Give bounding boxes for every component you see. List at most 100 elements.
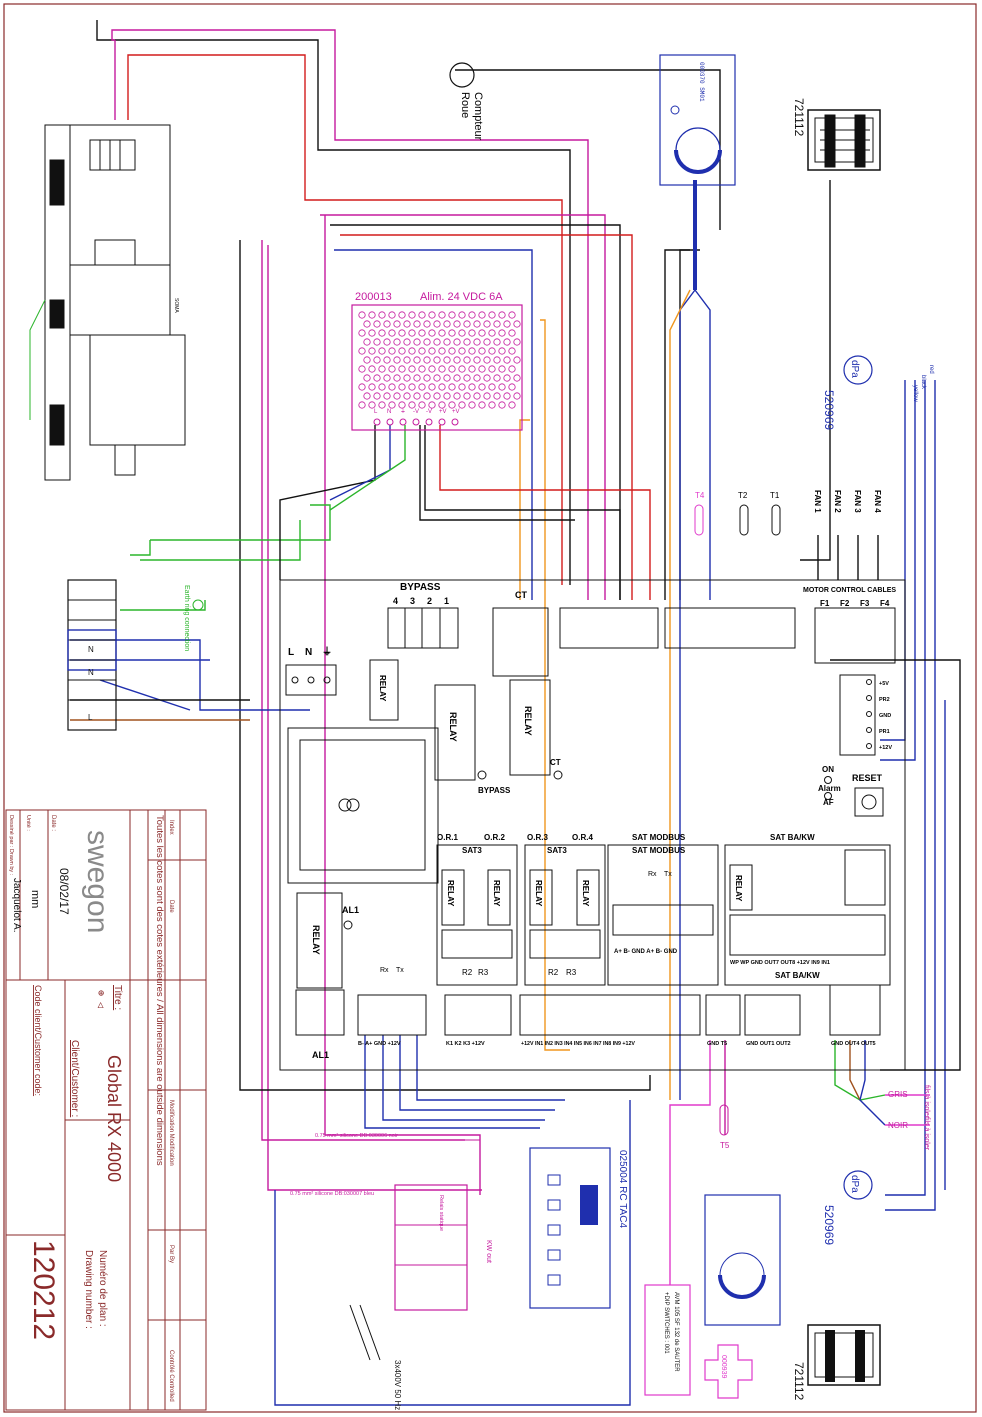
pressure-term-label: +12V — [879, 745, 892, 751]
sat-bakw-label: SAT BA/KW — [775, 971, 820, 980]
on-label: ON — [822, 765, 834, 774]
psu-terminal-label: -V — [413, 409, 419, 415]
psu-title: Alim. 24 VDC 6A — [420, 291, 503, 303]
sat3-1-relay-a: RELAY — [446, 880, 455, 907]
f-label: F1 — [820, 599, 830, 608]
sat3-1-r3: R3 — [478, 968, 489, 977]
bypass-label: BYPASS — [400, 582, 441, 593]
sat-bakw-relay: RELAY — [734, 875, 743, 902]
wheel-counter: Compteur Roue — [449, 62, 484, 141]
sat3-2-relay-a: RELAY — [534, 880, 543, 907]
drawn-by-label: Dessiné par : Drawn by : — [8, 815, 14, 876]
term-earth: ⏚ — [322, 646, 332, 658]
temp-t2: T2 — [738, 491, 748, 500]
bottom-terms-out45: GND OUT4 OUT5 — [831, 1041, 876, 1047]
sat-bakw-title: SAT BA/KW — [770, 833, 815, 842]
main-tx-label: Tx — [396, 967, 404, 974]
sat3-1-r2: R2 — [462, 968, 473, 977]
part-000939: 000939 — [720, 1355, 727, 1378]
unit-label: Unité : — [25, 815, 31, 831]
fan-label: FAN 3 — [853, 490, 862, 513]
roue-label: Roue — [459, 92, 471, 118]
stepper-drive-assembly: SOMA — [29, 124, 186, 481]
cable-label-1: 0.75 mm² silicone DB:030006 noir — [315, 1133, 398, 1139]
cable-label-2: 0.75 mm² silicone DB:030007 bleu — [290, 1191, 374, 1197]
drawing-number: 120212 — [27, 1240, 60, 1340]
psu-terminal-label: -V — [426, 409, 432, 415]
svg-text:000370 SM01: 000370 SM01 — [698, 62, 705, 102]
psu-terminal-label: L — [374, 409, 378, 415]
or2-label: O.R.2 — [484, 833, 505, 842]
supply-label: 3x400V 50 Hz — [393, 1360, 402, 1410]
swegon-logo: swegon — [81, 830, 114, 933]
pressure-term-label: PR1 — [879, 729, 890, 735]
sheet-frame — [3, 3, 977, 1413]
col-par: Par By — [168, 1245, 174, 1263]
af-label: AF — [823, 798, 834, 807]
sat3-1-label: SAT3 — [462, 846, 482, 855]
dpa-bottom-label: dPa — [849, 1175, 860, 1193]
dpa-top-label: dPa — [849, 360, 860, 378]
term-n: N — [305, 647, 312, 658]
bottom-section: 0.75 mm² silicone DB:030006 noir 0.75 mm… — [290, 1133, 881, 1410]
svg-text:Relais statique: Relais statique — [438, 1195, 444, 1231]
psu-terminal-label: +V — [439, 409, 447, 415]
psu-terminal-label: +V — [452, 409, 460, 415]
earth-ring-label: Earth ring connection — [183, 585, 190, 651]
title-label: Titre : — [112, 985, 123, 1010]
pressure-term-label: GND — [879, 713, 891, 719]
relay-1: RELAY — [378, 675, 387, 702]
pressure-term-label: +5V — [879, 681, 889, 687]
or3-label: O.R.3 — [527, 833, 548, 842]
rc-tac4-label: 025004 RC TAC4 — [617, 1150, 628, 1228]
sat3-2-r3: R3 — [566, 968, 577, 977]
drawn-by-value: Jacquelot A. — [11, 878, 22, 932]
bottom-terms-t5: GND T5 — [707, 1041, 727, 1047]
reset-button[interactable] — [854, 787, 884, 817]
bottom-terms-in: +12V IN1 IN2 IN3 IN4 IN5 IN6 IN7 IN8 IN9… — [521, 1041, 635, 1047]
temp-t1: T1 — [770, 491, 780, 500]
f-label: F2 — [840, 599, 850, 608]
potentiometer-top: 000370 SM01 — [659, 54, 736, 186]
drawing-label: Drawing number : — [83, 1250, 94, 1329]
title-block — [5, 809, 207, 1411]
sat-modbus-tx: Tx — [664, 871, 672, 878]
client-code-label: Code client/Customer code: — [33, 985, 43, 1096]
fan-label: FAN 4 — [873, 490, 882, 513]
mains-terminal-block: N N L Earth ring connection — [67, 579, 204, 731]
al1-terminal-label: AL1 — [312, 1050, 329, 1060]
alarm-label: Alarm — [818, 784, 841, 793]
svg-text:N: N — [88, 668, 94, 677]
dpa-sensor-top: dPa 520969 red black yellow — [822, 355, 934, 430]
col-date: Date — [168, 900, 174, 913]
noir-label: NOIR — [888, 1121, 908, 1130]
psu-code: 200013 — [355, 291, 392, 303]
bottom-terms-k: K1 K2 K3 +12V — [446, 1041, 485, 1047]
term-l: L — [288, 647, 294, 658]
psu-terminal-label: N — [387, 409, 391, 415]
gris-label: GRIS — [888, 1090, 908, 1099]
reset-label[interactable]: RESET — [852, 773, 883, 783]
mains-n-label: N — [88, 645, 94, 654]
fils-isoler-2: fils à isoler — [923, 1117, 930, 1151]
temp-t5: T5 — [720, 1141, 730, 1150]
sat3-2-r2: R2 — [548, 968, 559, 977]
temp-t4: T4 — [695, 491, 705, 500]
fan-motor-bottom-code: 721112 — [792, 1362, 806, 1401]
fan-label: FAN 1 — [813, 490, 822, 513]
relay-al1: RELAY — [311, 925, 321, 955]
date-label: Date : — [50, 815, 56, 831]
sat3-2-relay-b: RELAY — [581, 880, 590, 907]
compteur-label: Compteur — [472, 92, 484, 141]
sat-modbus-rx: Rx — [648, 871, 657, 878]
relay-3: RELAY — [523, 706, 533, 736]
wire-yellow-label: yellow — [912, 385, 918, 402]
bypass-led-label: BYPASS — [478, 786, 511, 795]
dpa-bottom-code: 520969 — [822, 1205, 836, 1245]
fils-isoler-1: fils à isoler — [923, 1085, 930, 1119]
fan-label: FAN 2 — [833, 490, 842, 513]
motor-control-cables-label: MOTOR CONTROL CABLES — [803, 587, 896, 594]
pressure-term-label: PR2 — [879, 697, 890, 703]
sat3-1-relay-b: RELAY — [492, 880, 501, 907]
